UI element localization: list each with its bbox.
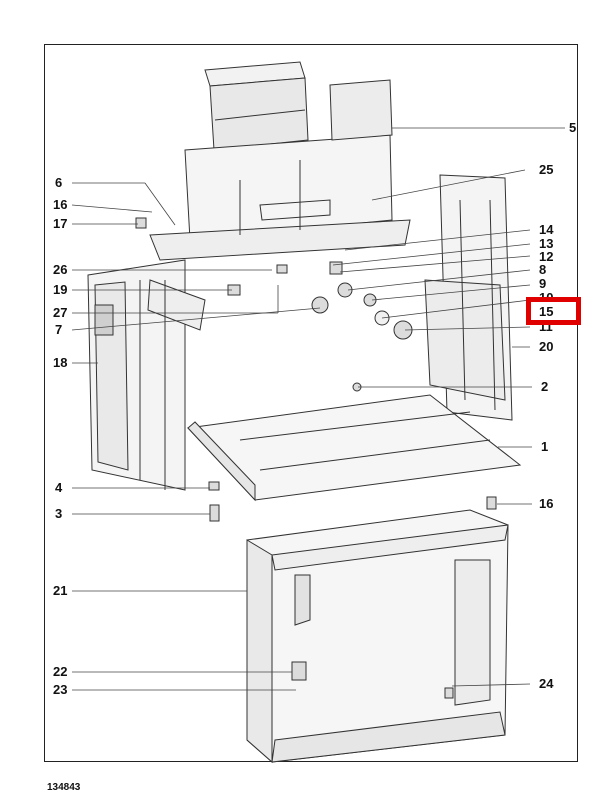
highlight-mask: [554, 305, 572, 317]
callout-8: 8: [539, 262, 547, 277]
callout-25: 25: [539, 162, 554, 177]
callout-4: 4: [55, 480, 63, 495]
callout-18: 18: [53, 355, 68, 370]
small-components: [135, 217, 413, 392]
callout-15: 15: [539, 304, 554, 319]
part-18-left-frame: [87, 259, 206, 491]
callout-16-upper: 16: [53, 197, 68, 212]
document-number: 134843: [47, 782, 81, 793]
callout-20: 20: [539, 339, 554, 354]
part-20-side-panel: [424, 174, 513, 421]
callout-19: 19: [53, 282, 68, 297]
callout-16-lower: 16: [539, 496, 554, 511]
callout-24: 24: [539, 676, 554, 691]
parts-3-4-screws: [208, 481, 497, 522]
part-1-tray: [186, 394, 522, 502]
callout-21: 21: [53, 583, 68, 598]
callout-2: 2: [541, 379, 549, 394]
callout-12: 12: [539, 249, 554, 264]
callout-1: 1: [541, 439, 549, 454]
callout-17: 17: [53, 216, 68, 231]
callout-27: 27: [53, 305, 68, 320]
callout-9: 9: [539, 276, 547, 291]
callout-5: 5: [569, 120, 577, 135]
callout-3: 3: [55, 506, 63, 521]
callout-22: 22: [53, 664, 68, 679]
part-5-upper-housing: [149, 61, 411, 261]
callout-26: 26: [53, 262, 68, 277]
leader-lines: [71, 127, 565, 691]
callout-6: 6: [55, 175, 63, 190]
callout-7: 7: [55, 322, 63, 337]
callout-23: 23: [53, 682, 68, 697]
part-21-lower-frame: [246, 509, 509, 764]
callout-14: 14: [539, 222, 554, 237]
highlight-box: [526, 297, 581, 325]
callout-13: 13: [539, 236, 554, 251]
drawing-frame: [44, 44, 578, 762]
